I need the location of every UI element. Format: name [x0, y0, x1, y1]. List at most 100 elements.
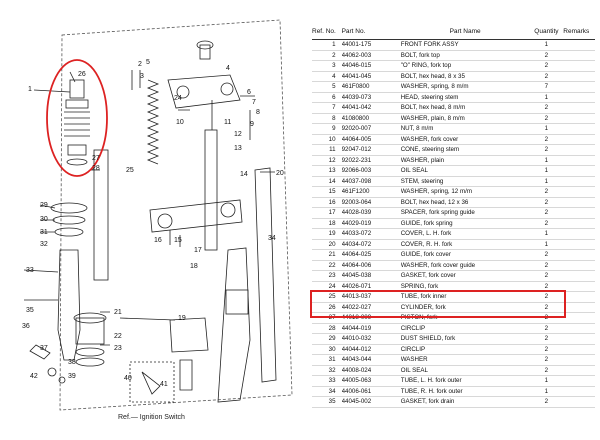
diagram-caption: Ref.— Ignition Switch	[118, 414, 185, 421]
cell-remarks	[563, 176, 595, 187]
cell-ref-no: 12	[312, 155, 342, 166]
cell-ref-no: 34	[312, 386, 342, 397]
callout-18: 18	[190, 263, 198, 270]
cell-part-name: COVER, R. H. fork	[400, 239, 530, 250]
callout-30: 30	[40, 216, 48, 223]
cell-part-name: TUBE, fork inner	[400, 291, 530, 303]
callout-34: 34	[268, 235, 276, 242]
cell-ref-no: 35	[312, 396, 342, 408]
cell-ref-no: 33	[312, 375, 342, 387]
cell-part-name: TUBE, R. H. fork outer	[400, 386, 530, 397]
cell-part-name: STEM, steering	[400, 176, 530, 187]
cell-quantity: 2	[529, 197, 564, 208]
cell-quantity: 7	[529, 81, 564, 93]
parts-list: Ref. No. Part No. Part Name Quantity Rem…	[312, 28, 595, 408]
cell-part-name: SPACER, fork spring guide	[400, 207, 530, 219]
cell-part-no: 44064-025	[341, 249, 401, 261]
header-part-no: Part No.	[341, 28, 401, 40]
cell-part-name: GASKET, fork drain	[400, 396, 530, 408]
callout-28: 28	[92, 165, 100, 172]
callout-24: 24	[174, 95, 182, 102]
cell-remarks	[563, 344, 595, 355]
cell-ref-no: 31	[312, 354, 342, 366]
cell-part-no: 44045-038	[341, 270, 401, 282]
cell-remarks	[563, 260, 595, 271]
assembly-frame	[59, 19, 293, 411]
cell-quantity: 2	[529, 291, 564, 303]
cell-remarks	[563, 386, 595, 397]
cell-part-name: COVER, L. H. fork	[400, 228, 530, 240]
callout-23: 23	[114, 345, 122, 352]
cell-part-no: 44013-037	[341, 291, 401, 303]
cell-quantity: 2	[529, 302, 564, 313]
cell-part-name: BOLT, fork top	[400, 50, 530, 61]
cell-remarks	[563, 71, 595, 82]
callout-20: 20	[276, 170, 284, 177]
callout-13: 13	[234, 145, 242, 152]
cell-ref-no: 5	[312, 81, 342, 93]
callout-42: 42	[30, 373, 38, 380]
cell-remarks	[563, 218, 595, 229]
small-spring	[64, 111, 90, 137]
cell-ref-no: 3	[312, 60, 342, 72]
cell-remarks	[563, 270, 595, 282]
cell-ref-no: 21	[312, 249, 342, 261]
cell-remarks	[563, 81, 595, 93]
callout-15: 15	[174, 237, 182, 244]
right-outer-tube	[217, 247, 251, 403]
cell-quantity: 2	[529, 60, 564, 72]
cell-quantity: 1	[529, 176, 564, 187]
callout-35: 35	[26, 307, 34, 314]
callout-19: 19	[178, 315, 186, 322]
cell-ref-no: 10	[312, 134, 342, 145]
cell-part-no: 44037-098	[341, 176, 401, 187]
cell-ref-no: 9	[312, 123, 342, 135]
cell-ref-no: 15	[312, 186, 342, 198]
cell-quantity: 2	[529, 270, 564, 282]
cell-part-name: CIRCLIP	[400, 323, 530, 334]
cell-part-no: 44034-072	[341, 239, 401, 250]
cell-ref-no: 26	[312, 302, 342, 313]
cell-ref-no: 17	[312, 207, 342, 219]
fork-drawing: 1 2 3 4 5 6 7 8 9 10 11 12 13 14 15 16 1…	[22, 19, 293, 411]
cell-remarks	[563, 291, 595, 303]
cell-ref-no: 2	[312, 50, 342, 61]
cell-remarks	[563, 207, 595, 219]
cell-part-name: OIL SEAL	[400, 365, 530, 376]
cell-quantity: 1	[529, 165, 564, 177]
cell-part-name: DUST SHIELD, fork	[400, 333, 530, 345]
callout-3: 3	[140, 73, 144, 80]
callout-25: 25	[126, 167, 134, 174]
callout-40: 40	[124, 375, 132, 382]
cell-part-no: 92066-003	[341, 165, 401, 177]
fork-spring	[146, 79, 160, 165]
cylinder-part	[69, 79, 85, 99]
cell-quantity: 1	[529, 92, 564, 103]
cell-part-no: 461F1200	[341, 186, 401, 198]
cell-part-no: 44041-045	[341, 71, 401, 82]
cell-part-name: TUBE, L. H. fork outer	[400, 375, 530, 387]
cell-remarks	[563, 134, 595, 145]
callout-21: 21	[114, 309, 122, 316]
cell-ref-no: 22	[312, 260, 342, 271]
callout-26: 26	[78, 71, 86, 78]
cell-part-name: NUT, 8 m/m	[400, 123, 530, 135]
cell-part-no: 44043-044	[341, 354, 401, 366]
cell-remarks	[563, 39, 595, 51]
cell-ref-no: 6	[312, 92, 342, 103]
left-outer-tube	[57, 249, 81, 361]
cell-remarks	[563, 396, 595, 408]
